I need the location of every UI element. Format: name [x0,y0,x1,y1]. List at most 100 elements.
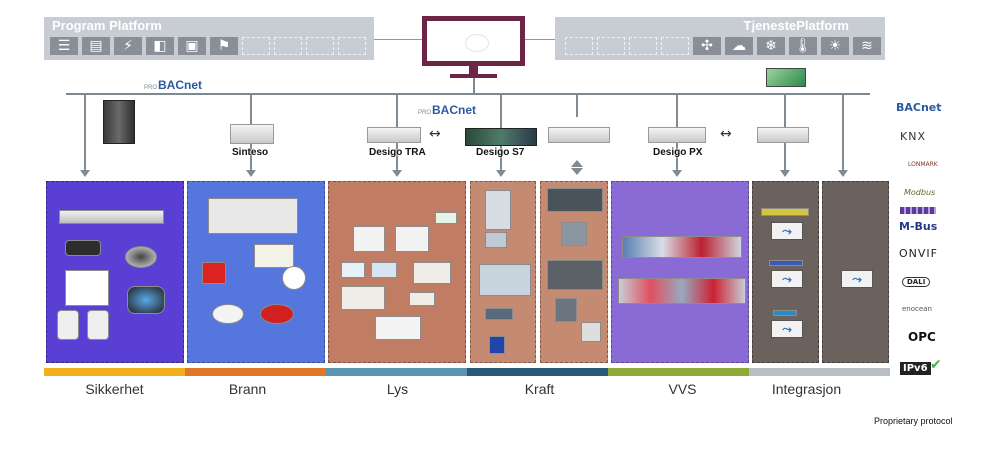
ventilation-unit[interactable] [622,236,742,258]
card-reader[interactable] [127,286,165,314]
knx-logo: KNX [900,130,926,143]
gateway-device[interactable]: ⤳ [771,222,803,240]
gateway-device[interactable]: ⤳ [771,320,803,338]
program-platform-icons: ☰ ▤ ⚡ ◧ ▣ ⚑ [50,37,366,55]
switchgear-cabinet[interactable] [547,188,603,212]
arrow-down-icon [80,170,90,177]
arrow-down-icon [246,170,256,177]
bacnet-bus-line [66,93,870,95]
modbus-bar-icon [900,207,936,214]
fire-control-panel[interactable] [208,198,298,234]
drive-unit[interactable] [561,222,587,246]
sinteso-controller[interactable] [230,124,274,144]
nvr-device[interactable] [59,210,164,224]
gateway-device[interactable]: ⤳ [841,270,873,288]
desigo-px-controller[interactable] [648,127,706,143]
heat-wave-icon[interactable]: ≋ [853,37,881,55]
fan-icon[interactable]: ✣ [693,37,721,55]
pir-sensor[interactable] [57,310,79,340]
sun-icon[interactable]: ☀ [821,37,849,55]
arrow-updown-icon [571,168,583,175]
enocean-logo: enocean [902,305,932,313]
server-icon[interactable]: ▤ [82,37,110,55]
integrasjon-controller[interactable] [757,127,809,143]
access-card-icon[interactable]: ▣ [178,37,206,55]
tjeneste-platform-title: TjenestePlatform [743,18,849,33]
sounder-device[interactable] [260,304,294,324]
kraft-controller[interactable] [548,127,610,143]
bus-to-monitor [473,78,475,93]
category-bar-brann [185,368,326,376]
onvif-logo: ONVIF [899,247,938,260]
breaker-module[interactable] [485,308,513,320]
category-bar-vvs [608,368,749,376]
link-sikkerhet [84,95,86,175]
switch-module[interactable] [409,292,435,306]
lonmark-logo: LONMARK [908,161,938,168]
blinds-control[interactable] [371,262,397,278]
empty-slot-icon [242,37,270,55]
bacnet-logo-top: PROBACnet [144,78,203,92]
breaker-module[interactable] [489,336,505,354]
panel-sikkerhet [46,181,184,363]
snowflake-icon[interactable]: ❄ [757,37,785,55]
weather-station-icon[interactable] [766,68,806,87]
document-list-icon[interactable]: ☰ [50,37,78,55]
cloud-icon[interactable]: ☁ [725,37,753,55]
cctv-camera-icon[interactable]: ◧ [146,37,174,55]
empty-slot-icon [338,37,366,55]
switchgear-cabinet[interactable] [547,260,603,290]
hydronic-system[interactable] [618,278,746,304]
program-platform-title: Program Platform [52,18,162,33]
siren-device[interactable] [282,266,306,290]
gateway-device[interactable]: ⤳ [771,270,803,288]
desigo-s7-controller[interactable] [465,128,537,146]
monitor-neck [469,66,478,74]
bullet-camera[interactable] [65,240,101,256]
fire-exit-icon[interactable]: ⚑ [210,37,238,55]
room-panel[interactable] [353,226,385,252]
panel-integrasjon-1: ⤳ ⤳ ⤳ [752,181,819,363]
mbus-gateway-logo [769,260,803,266]
switchgear-cabinet[interactable] [485,190,511,230]
power-supply[interactable] [581,322,601,342]
power-meter[interactable] [485,232,507,248]
manual-call-point[interactable] [202,262,226,284]
mbus-logo: M-Bus [899,220,938,233]
panel-kraft-2 [540,181,608,363]
desigo-px-label: Desigo PX [653,147,703,158]
empty-slot-icon [274,37,302,55]
light-switch[interactable] [375,316,421,340]
breaker-module[interactable] [555,298,577,322]
control-panel[interactable] [65,270,109,306]
category-label-kraft: Kraft [524,381,555,397]
arrow-updown-icon [571,160,583,167]
dimmer-panel[interactable] [341,286,385,310]
checkmark-icon: ✔ [930,357,942,373]
monitor-base [450,74,497,78]
category-label-lys: Lys [386,381,409,397]
room-panel[interactable] [395,226,429,252]
proprietary-protocol-note: Proprietary protocol [874,416,953,426]
knx-gateway-logo [773,310,797,316]
desigo-tra-label: Desigo TRA [369,147,426,158]
wall-switch[interactable] [413,262,451,284]
pir-sensor[interactable] [87,310,109,340]
thermometer-icon[interactable]: 🌡 [789,37,817,55]
lightning-icon[interactable]: ⚡ [114,37,142,55]
arrow-down-icon [496,170,506,177]
fire-terminal[interactable] [254,244,294,268]
platform-link-right [500,39,555,40]
light-sensor[interactable] [341,262,365,278]
monitor-icon[interactable] [422,16,525,78]
modbus-logo: Modbus [904,188,936,197]
link-kraft-b [576,95,578,117]
green-leaf-icon[interactable] [435,212,457,224]
sinteso-label: Sinteso [232,147,269,158]
server-rack-icon[interactable] [103,100,135,144]
desigo-tra-controller[interactable] [367,127,421,143]
transformer[interactable] [479,264,531,296]
panel-integrasjon-2: ⤳ [822,181,889,363]
smoke-detector[interactable] [212,304,244,324]
dome-camera[interactable] [125,246,157,268]
